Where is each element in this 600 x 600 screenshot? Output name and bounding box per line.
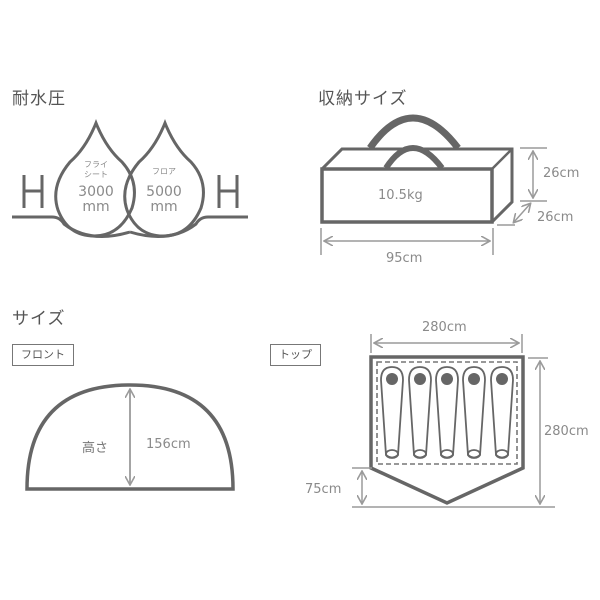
dimension-lines [320,147,547,255]
top-vestibule: 75cm [305,482,342,497]
fly-sheet-unit: mm [82,199,110,215]
floor-label: フロア [152,167,176,176]
front-height-label: 高さ [82,441,109,456]
water-drop-icon [12,118,248,238]
floor-unit: mm [150,199,178,215]
storage-depth: 26cm [537,210,574,225]
tent-front-icon [25,383,235,491]
tent-top-icon [352,334,555,508]
fly-sheet-value: 3000 [78,184,114,200]
front-tag: フロント [12,344,74,366]
water-resistance-heading: 耐水圧 [12,89,66,109]
top-width: 280cm [422,320,467,335]
sleeping-bag-icons [380,366,514,459]
top-length: 280cm [544,424,589,439]
front-height-value: 156cm [146,437,191,452]
fly-sheet-label: フライ シート [84,160,108,179]
floor-value: 5000 [146,184,182,200]
h-icon [22,175,239,208]
storage-height: 26cm [543,166,580,181]
size-heading: サイズ [12,309,66,329]
storage-width: 95cm [386,251,423,266]
storage-weight: 10.5kg [378,188,423,203]
top-tag: トップ [270,344,321,366]
storage-size-heading: 収納サイズ [318,89,408,109]
storage-bag-icon [320,114,514,224]
